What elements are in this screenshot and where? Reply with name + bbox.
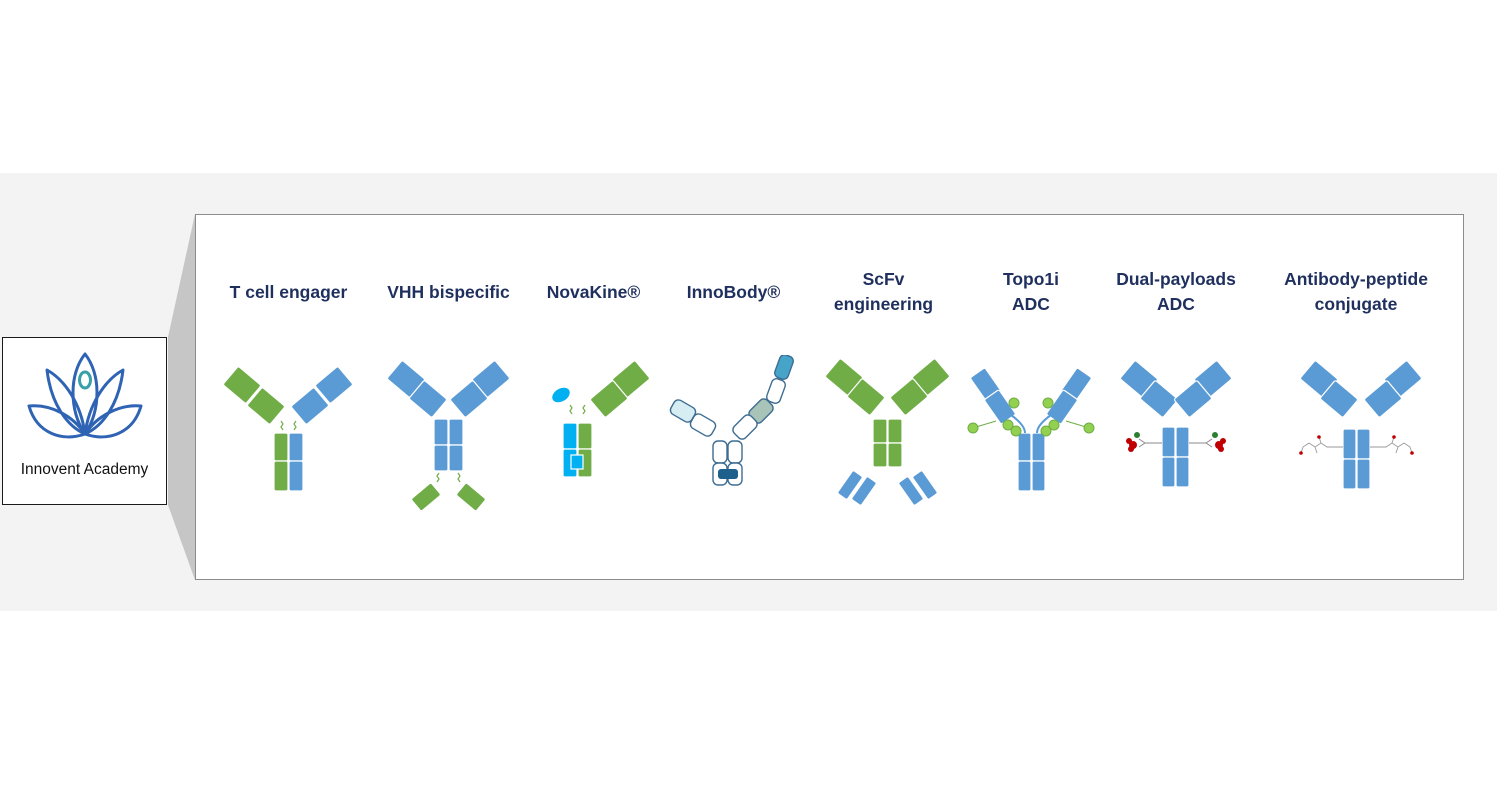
innobody-antibody-icon [669, 355, 794, 486]
platform-title: Topo1i ADC [1002, 269, 1060, 314]
scfv-engineering-antibody-icon [825, 358, 950, 506]
platform-scfv-engineering: ScFv engineering [806, 215, 961, 579]
vhh-bispecific-antibody-icon [387, 360, 510, 512]
novakine-antibody-icon [551, 360, 650, 478]
logo-card: Innovent Academy [2, 337, 167, 505]
t-cell-engager-antibody-icon [223, 366, 353, 492]
platform-title: NovaKine® [546, 282, 641, 302]
dual-payloads-adc-antibody-icon [1120, 360, 1232, 488]
topo1i-adc-antibody-icon [967, 367, 1095, 492]
platform-title: Antibody-peptide conjugate [1284, 269, 1428, 314]
platform-title: Dual-payloads ADC [1116, 269, 1236, 314]
platforms-panel: T cell engager VHH bispecific [195, 214, 1464, 580]
logo-name: Innovent Academy [20, 461, 149, 478]
platform-novakine: NovaKine® [521, 215, 666, 579]
platform-t-cell-engager: T cell engager [211, 215, 366, 579]
lotus-logo-icon [27, 352, 143, 439]
platform-title: ScFv engineering [833, 269, 934, 314]
platform-title: InnoBody® [686, 282, 781, 302]
platform-topo1i-adc: Topo1i ADC [956, 215, 1106, 579]
platform-title: T cell engager [229, 282, 348, 302]
platform-vhh-bispecific: VHH bispecific [371, 215, 526, 579]
platform-antibody-peptide-conjugate: Antibody-peptide conjugate [1271, 215, 1441, 579]
platform-innobody: InnoBody® [661, 215, 806, 579]
antibody-peptide-conjugate-icon [1299, 360, 1422, 490]
platform-title: VHH bispecific [387, 282, 510, 302]
platform-dual-payloads-adc: Dual-payloads ADC [1101, 215, 1251, 579]
